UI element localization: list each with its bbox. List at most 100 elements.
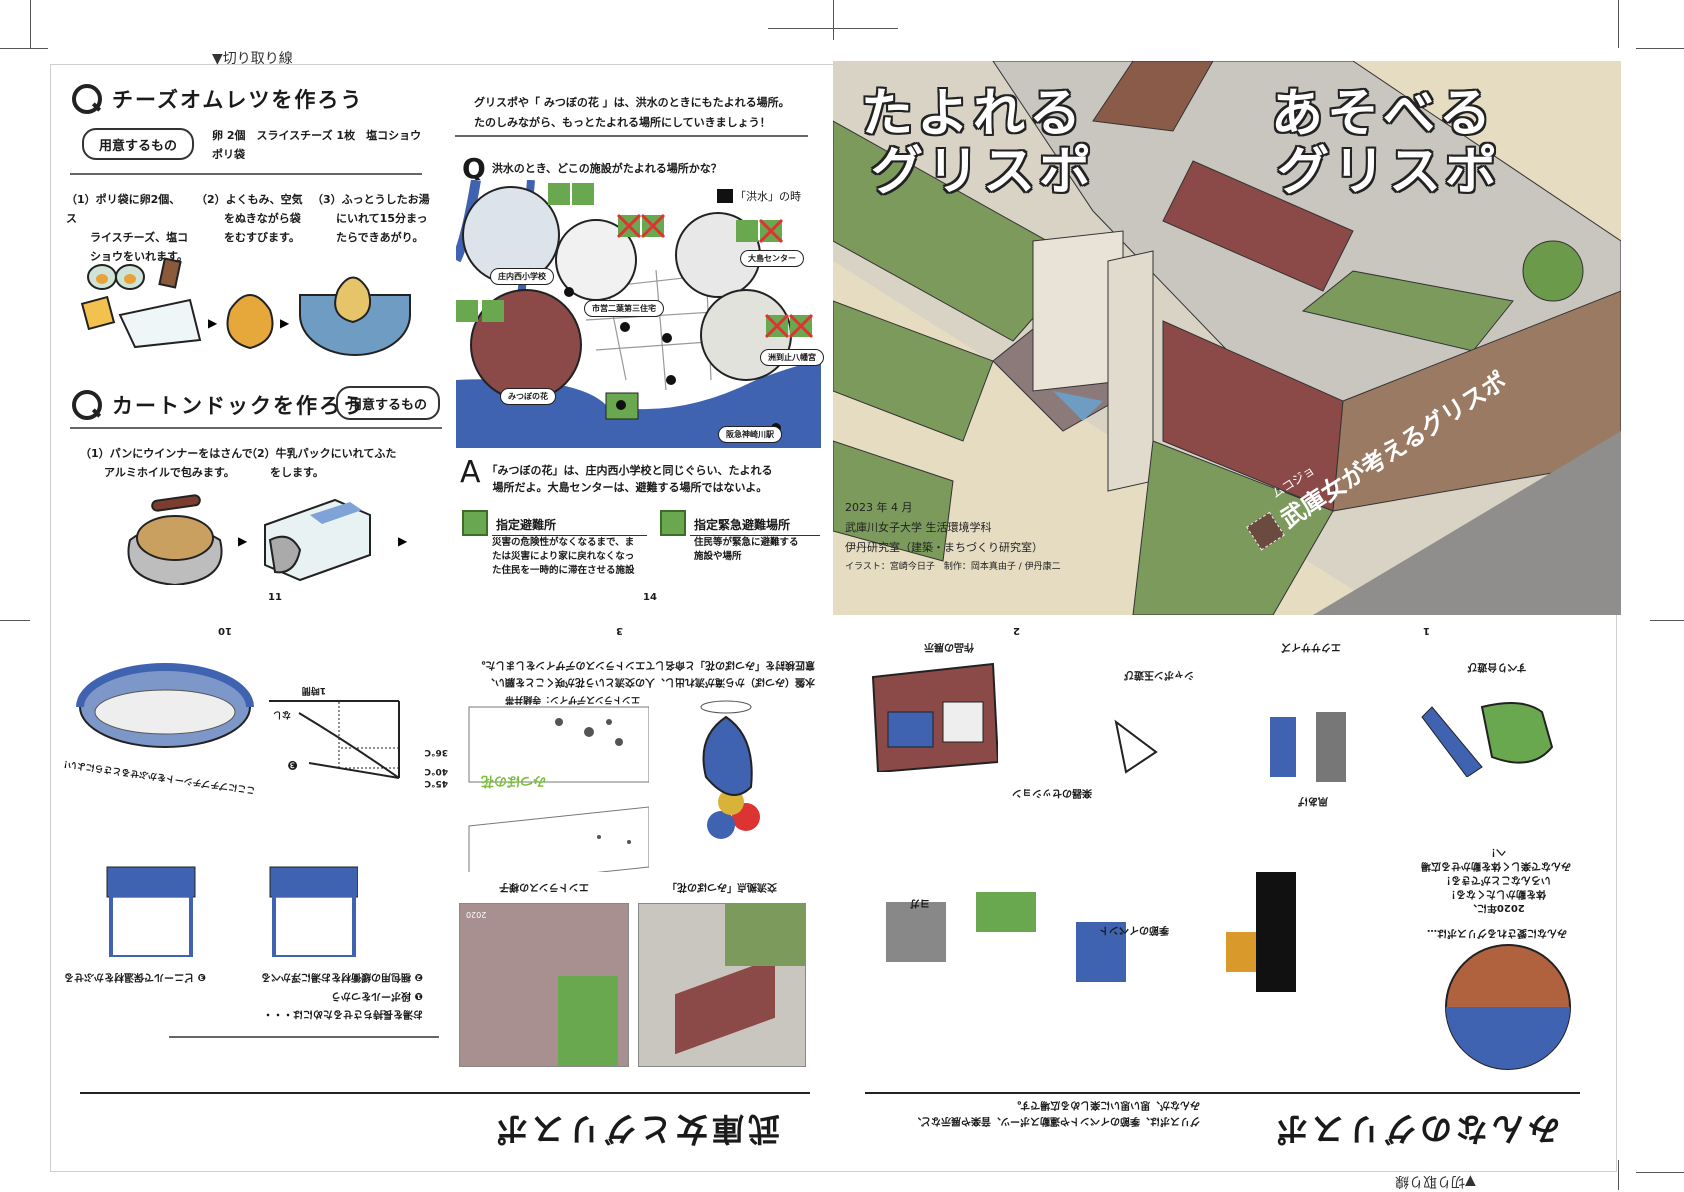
cover-lab: 伊丹研究室（建築・まちづくり研究室） bbox=[845, 541, 1043, 554]
map-label-shrine: 洲到止八幡宮 bbox=[760, 349, 824, 366]
minna-description: グリスポは、季節のイベントや運動スポーツ、音楽や展示など、みんなが、思い思いに楽… bbox=[911, 1099, 1201, 1126]
divider bbox=[80, 1092, 810, 1094]
cover-date: 2023 年 4 月 bbox=[845, 501, 913, 514]
divider bbox=[865, 1092, 1580, 1094]
magnifier-q-icon bbox=[72, 390, 102, 420]
q1-step-2: （2）よくもみ、空気をぬきながら袋をむすびます。 bbox=[196, 193, 303, 244]
activity-bubbles: シャボン玉遊び bbox=[1124, 669, 1194, 680]
q2-step-2: （2）牛乳パックにいれてふたをします。 bbox=[246, 447, 397, 479]
crop-mark bbox=[0, 48, 48, 49]
page-number: 2 bbox=[1013, 625, 1020, 636]
photo-entrance: 2020 bbox=[459, 903, 629, 1067]
chart-series-none: なし bbox=[272, 709, 291, 719]
cover-org: 武庫川女子大学 生活環境学科 bbox=[845, 521, 992, 534]
people-illustration bbox=[886, 872, 1296, 992]
crop-mark bbox=[0, 620, 30, 621]
mascot-character bbox=[700, 700, 760, 839]
map-label-school: 庄内西小学校 bbox=[490, 268, 554, 285]
evacuation-shelter-icon bbox=[462, 510, 488, 536]
crop-mark bbox=[1650, 620, 1684, 621]
activity-exhibit: 作品の展示 bbox=[924, 641, 974, 652]
divider bbox=[455, 135, 808, 137]
svg-text:▶: ▶ bbox=[280, 316, 290, 330]
activity-figures-illustration bbox=[1114, 712, 1346, 782]
mitsubo-green-label: みつぼの花 bbox=[480, 773, 546, 788]
svg-text:▶: ▶ bbox=[208, 316, 218, 330]
chart-y-tick-40: 40°C bbox=[424, 766, 448, 776]
exhibit-wall-illustration bbox=[871, 662, 998, 772]
cover-isometric-illustration bbox=[833, 61, 1621, 615]
ingredients-line-1: 卵 2個 スライスチーズ 1枚 塩コショウ bbox=[212, 129, 422, 142]
q2-title: カートンドックを作ろう bbox=[112, 394, 365, 418]
page-number: 10 bbox=[218, 625, 232, 636]
svg-text:▶: ▶ bbox=[238, 534, 248, 548]
omelette-steps-illustration: ▶ ▶ bbox=[80, 257, 411, 356]
flood-icon bbox=[717, 189, 733, 203]
answer: A 「みつぼの花」は、庄内西小学校と同じぐらい、たよれる場所だよ。大島センターは… bbox=[460, 455, 773, 495]
crop-mark bbox=[833, 0, 834, 40]
intro-text: グリスポや「 みつぼの花 」は、洪水のときにもたよれる場所。たのしみながら、もっ… bbox=[474, 96, 790, 129]
legend-emergency-site: 指定緊急避難場所 住民等が緊急に避難する施設や場所 bbox=[660, 510, 820, 564]
q1-step-1: （1）ポリ袋に卵2個、スライスチーズ、塩コショウをいれます。 bbox=[66, 193, 189, 263]
circle-stadium-illustration bbox=[1445, 944, 1571, 1070]
cut-line-label-bottom: ▼切り取り線 bbox=[1395, 1173, 1476, 1189]
activity-music-session: 楽器のセッション bbox=[1012, 787, 1092, 798]
magnifier-q-icon bbox=[72, 84, 102, 114]
crop-mark bbox=[1636, 48, 1684, 49]
legend-evacuation-shelter: 指定避難所 災害の危険性がなくなるまで、または災害により家に戻れなくなった住民を… bbox=[462, 510, 647, 578]
emergency-site-icon bbox=[660, 510, 686, 536]
temperature-chart bbox=[269, 700, 400, 779]
loved-caption: みんなに愛されるグリスポは… bbox=[1427, 927, 1567, 938]
activity-slide: すべり台遊び bbox=[1467, 661, 1527, 672]
crop-mark bbox=[1618, 0, 1619, 48]
tip-3: ❸ ビニールで保温材をかぶせる bbox=[64, 971, 206, 982]
activity-kite: 凧あげ bbox=[1298, 795, 1328, 806]
inverted-spread: みんなのグリスポ グリスポは、季節のイベントや運動スポーツ、音楽や展示など、みん… bbox=[50, 620, 1616, 1172]
cover-credits: イラスト：宮崎今日子 制作：岡本真由子 / 伊丹康二 bbox=[845, 562, 1061, 572]
photo-mitsubo-caption: 交流拠点「みつぼの花」 bbox=[667, 881, 777, 892]
tip-2: ❷ 梱包用の緩衝材をお湯に浮かべる bbox=[261, 971, 423, 982]
q2-step-1: （1）パンにウインナーをはさんでアルミホイルで包みます。 bbox=[80, 447, 253, 479]
entrance-caption: 水盤（みつぼ）から滝が流れ出し、人の交流という花が咲くことを願い、意匠検討を「み… bbox=[475, 659, 816, 687]
hot-water-bowl-illustration bbox=[76, 663, 254, 748]
design-credit: エントランスデザイン：寺緒井帯 bbox=[505, 694, 640, 704]
activity-yoga: ヨガ bbox=[910, 897, 930, 908]
map-label-housing: 市営二葉第三住宅 bbox=[584, 300, 664, 317]
crop-mark bbox=[1636, 1172, 1684, 1173]
cut-line-label: ▼切り取り線 bbox=[212, 51, 293, 67]
page-number: 14 bbox=[643, 592, 657, 603]
activity-seasonal-event: 季節のイベント bbox=[1099, 924, 1169, 935]
hot-water-tips: お湯を長持ちさせるためには・・・❶ 段ボールをつかう bbox=[263, 990, 423, 1019]
needs-pill: 用意するもの bbox=[82, 128, 194, 160]
spread-title-minna: みんなのグリスポ bbox=[1271, 1110, 1560, 1148]
chart-x-label: 1時間 bbox=[301, 685, 326, 695]
question: Q 洪水のとき、どこの施設がたよれる場所かな？ bbox=[462, 152, 722, 185]
chart-y-tick-36: 36°C bbox=[424, 747, 448, 757]
entrance-design-panels bbox=[468, 706, 649, 872]
flood-legend: 「洪水」の時 bbox=[717, 188, 801, 204]
map-label-mitsubo: みつぼの花 bbox=[500, 388, 556, 405]
cover-title-right: あそべるグリスポ bbox=[1271, 84, 1502, 202]
crop-mark bbox=[30, 0, 31, 48]
q1-heading: チーズオムレツを作ろう bbox=[72, 84, 363, 114]
crop-mark bbox=[1618, 1160, 1619, 1190]
q1-step-3: （3）ふっとうしたお湯にいれて15分まったらできあがり。 bbox=[312, 193, 430, 244]
divider bbox=[70, 427, 442, 429]
vision-text: 2020年に、体を動かしたくなる！いろんなことができる！みんなで楽しく体を動かせ… bbox=[1421, 846, 1571, 913]
q2-heading: カートンドックを作ろう bbox=[72, 390, 365, 420]
photo-mitsubo bbox=[638, 903, 806, 1067]
chart-y-tick-45: 45°C bbox=[424, 778, 448, 788]
divider bbox=[70, 173, 422, 175]
q1-title: チーズオムレツを作ろう bbox=[112, 88, 364, 112]
page-number: 11 bbox=[268, 592, 282, 603]
page-number: 3 bbox=[616, 625, 623, 636]
map-label-oshima-center: 大島センター bbox=[740, 250, 804, 267]
activity-exercise: エクササイズ bbox=[1281, 641, 1341, 652]
svg-text:▶: ▶ bbox=[398, 534, 408, 548]
slide-illustration bbox=[1421, 702, 1554, 777]
page-number: 1 bbox=[1423, 625, 1430, 636]
carton-dog-illustration: ▶ ▶ bbox=[127, 494, 408, 585]
ingredients-line-2: ポリ袋 bbox=[212, 148, 245, 161]
photo-entrance-caption: エントランスの様子 bbox=[499, 881, 589, 892]
cover-title-left: たよれるグリスポ bbox=[861, 84, 1096, 202]
